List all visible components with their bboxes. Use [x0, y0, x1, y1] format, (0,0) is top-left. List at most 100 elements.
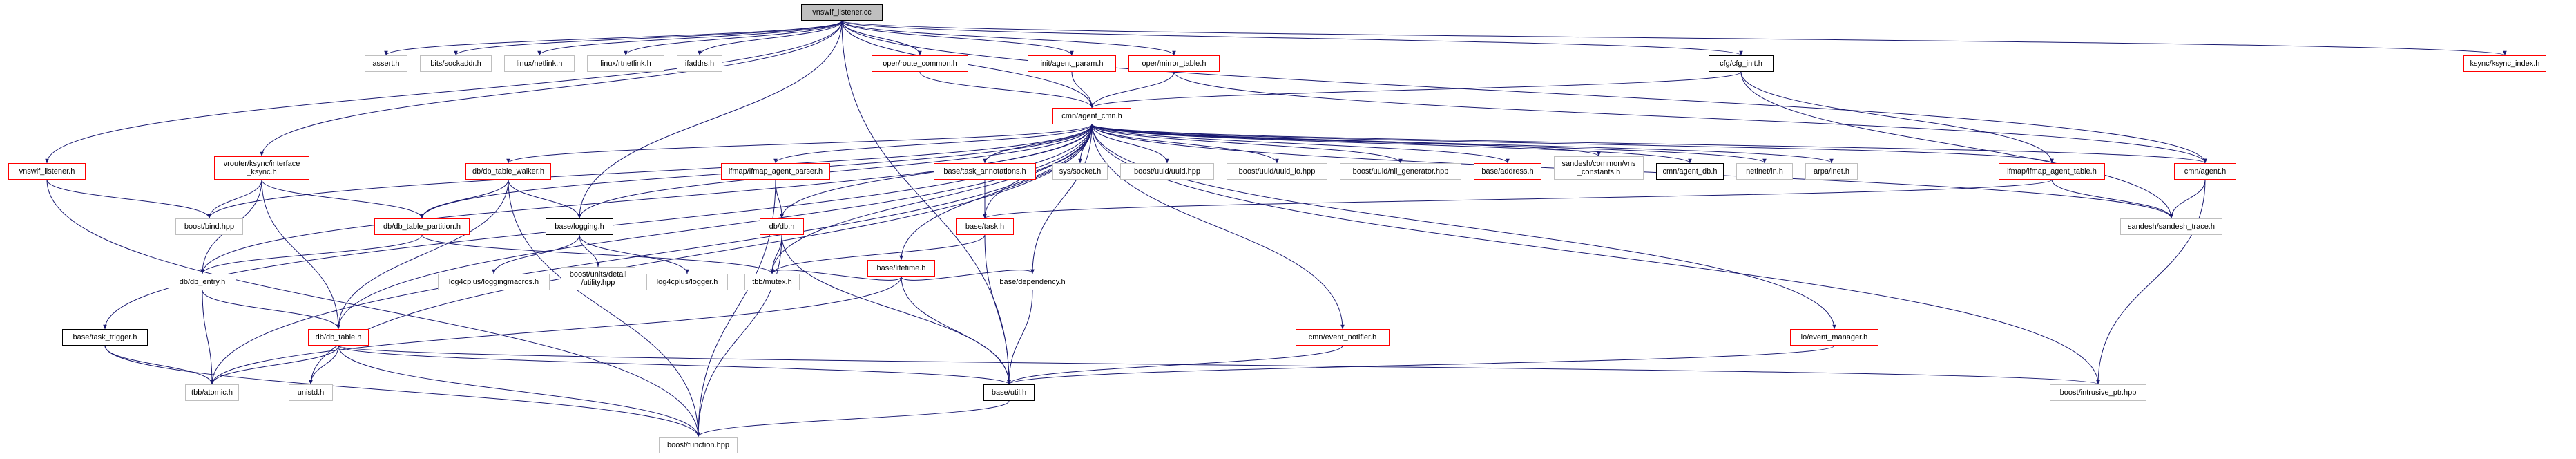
edge-ifmap_ifmap_agent_parser_h-to-db_db_h — [775, 179, 784, 219]
edge-vnswif_listener_cc-to-linux_netlink_h — [537, 20, 843, 56]
node-netinet-in-h[interactable]: netinet/in.h — [1736, 163, 1793, 180]
edge-ifmap_ifmap_agent_table_h-to-sandesh_sandesh_trace_h — [2051, 179, 2173, 219]
node-db-db-table-partition-h[interactable]: db/db_table_partition.h — [374, 218, 470, 235]
node-boost-uuid-uuid-io-hpp[interactable]: boost/uuid/uuid_io.hpp — [1227, 163, 1327, 180]
edge-cmn_agent_cmn_h-to-ifmap_ifmap_agent_parser_h — [773, 124, 1093, 164]
edge-ifmap_ifmap_agent_table_h-to-base_task_h — [983, 179, 2053, 219]
node-io-event-manager-h[interactable]: io/event_manager.h — [1790, 329, 1878, 346]
edge-cfg_cfg_init_h-to-cmn_agent_cmn_h — [1090, 71, 1742, 109]
edge-vnswif_listener_cc-to-ksync_ksync_index_h — [841, 20, 2507, 56]
node-boost-uuid-nil-generator-hpp[interactable]: boost/uuid/nil_generator.hpp — [1340, 163, 1461, 180]
node-tbb-mutex-h[interactable]: tbb/mutex.h — [744, 274, 800, 290]
edge-vnswif_listener_cc-to-base_util_h — [841, 20, 1011, 385]
edge-vnswif_listener_cc-to-bits_sockaddr_h — [454, 20, 843, 56]
node-base-dependency-h[interactable]: base/dependency.h — [992, 274, 1073, 290]
edge-base_dependency_h-to-base_util_h — [1007, 290, 1033, 385]
edge-base_util_h-to-boost_function_hpp — [696, 400, 1010, 438]
node-linux-rtnetlink-h[interactable]: linux/rtnetlink.h — [587, 55, 664, 72]
edge-cmn_agent_cmn_h-to-base_task_annotations_h — [983, 124, 1093, 164]
node-base-util-h[interactable]: base/util.h — [983, 384, 1035, 401]
node-sys-socket-h[interactable]: sys/socket.h — [1052, 163, 1108, 180]
node-unistd-h[interactable]: unistd.h — [289, 384, 333, 401]
node-ifmap-ifmap-agent-parser-h[interactable]: ifmap/ifmap_agent_parser.h — [721, 163, 830, 180]
edge-db_db_table_h-to-unistd_h — [309, 345, 339, 385]
edge-vnswif_listener_cc-to-cmn_agent_h — [841, 20, 2207, 164]
node-tbb-atomic-h[interactable]: tbb/atomic.h — [185, 384, 239, 401]
edge-cmn_agent_cmn_h-to-base_address_h — [1091, 124, 1510, 164]
edge-vnswif_listener_cc-to-oper_route_common_h — [841, 20, 922, 56]
node-log4cplus-logger-h[interactable]: log4cplus/logger.h — [646, 274, 728, 290]
node-boost-units-detail-utility-hpp[interactable]: boost/units/detail /utility.hpp — [561, 267, 635, 290]
node-bits-sockaddr-h[interactable]: bits/sockaddr.h — [420, 55, 492, 72]
node-linux-netlink-h[interactable]: linux/netlink.h — [504, 55, 575, 72]
edge-vrouter_ksync_interface_ksync_h-to-db_db_table_partition_h — [261, 179, 424, 219]
edge-vnswif_listener_cc-to-cfg_cfg_init_h — [841, 20, 1743, 56]
node-ifmap-ifmap-agent-table-h[interactable]: ifmap/ifmap_agent_table.h — [1999, 163, 2105, 180]
node-cmn-agent-h[interactable]: cmn/agent.h — [2174, 163, 2236, 180]
edge-vnswif_listener_cc-to-vnswif_listener_h — [45, 20, 843, 164]
edge-vnswif_listener_cc-to-base_logging_h — [577, 20, 843, 219]
node-boost-function-hpp[interactable]: boost/function.hpp — [659, 437, 738, 453]
node-cfg-cfg-init-h[interactable]: cfg/cfg_init.h — [1709, 55, 1774, 72]
node-log4cplus-loggingmacros-h[interactable]: log4cplus/loggingmacros.h — [438, 274, 550, 290]
edge-db_db_table_walker_h-to-base_logging_h — [508, 179, 581, 219]
edge-cmn_agent_cmn_h-to-ifmap_ifmap_agent_table_h — [1091, 124, 2054, 164]
node-cmn-agent-db-h[interactable]: cmn/agent_db.h — [1656, 163, 1724, 180]
node-assert-h[interactable]: assert.h — [365, 55, 407, 72]
edge-cmn_agent_cmn_h-to-cmn_agent_db_h — [1091, 124, 1692, 164]
node-init-agent-param-h[interactable]: init/agent_param.h — [1028, 55, 1116, 72]
node-cmn-event-notifier-h[interactable]: cmn/event_notifier.h — [1296, 329, 1390, 346]
edge-cmn_agent_cmn_h-to-boost_bind_hpp — [207, 124, 1093, 219]
node-db-db-table-h[interactable]: db/db_table.h — [308, 329, 369, 346]
node-ksync-ksync-index-h[interactable]: ksync/ksync_index.h — [2463, 55, 2546, 72]
edge-cmn_agent_cmn_h-to-db_db_table_walker_h — [506, 124, 1093, 164]
edge-db_db_table_walker_h-to-db_db_table_h — [336, 179, 509, 330]
node-boost-bind-hpp[interactable]: boost/bind.hpp — [175, 218, 243, 235]
edge-oper_mirror_table_h-to-cmn_agent_cmn_h — [1090, 71, 1175, 109]
edge-db_db_table_h-to-boost_intrusive_ptr_hpp — [338, 345, 2100, 385]
edge-base_lifetime_h-to-tbb_atomic_h — [210, 276, 902, 385]
edge-vnswif_listener_h-to-boost_bind_hpp — [46, 179, 211, 219]
node-vnswif-listener-cc[interactable]: vnswif_listener.cc — [801, 4, 883, 21]
node-db-db-table-walker-h[interactable]: db/db_table_walker.h — [465, 163, 551, 180]
dependency-edges — [45, 20, 2507, 438]
node-db-db-h[interactable]: db/db.h — [760, 218, 804, 235]
node-boost-intrusive-ptr-hpp[interactable]: boost/intrusive_ptr.hpp — [2050, 384, 2146, 401]
node-vnswif-listener-h[interactable]: vnswif_listener.h — [8, 163, 86, 180]
node-base-address-h[interactable]: base/address.h — [1474, 163, 1541, 180]
edge-vnswif_listener_cc-to-vrouter_ksync_interface_ksync_h — [260, 20, 843, 157]
edge-cmn_agent_cmn_h-to-boost_uuid_uuid_hpp — [1091, 124, 1169, 164]
edge-oper_route_common_h-to-cmn_agent_cmn_h — [919, 71, 1094, 109]
node-vrouter-ksync-interface-ksync-h[interactable]: vrouter/ksync/interface _ksync.h — [214, 156, 309, 180]
node-oper-mirror-table-h[interactable]: oper/mirror_table.h — [1128, 55, 1220, 72]
edge-cmn_agent_cmn_h-to-tbb_atomic_h — [210, 124, 1093, 385]
edge-base_logging_h-to-log4cplus_loggingmacros_h — [492, 234, 580, 274]
edge-cmn_agent_cmn_h-to-tbb_mutex_h — [770, 124, 1093, 274]
node-base-task-trigger-h[interactable]: base/task_trigger.h — [62, 329, 148, 346]
edge-cmn_agent_cmn_h-to-netinet_in_h — [1091, 124, 1767, 164]
edge-cmn_agent_cmn_h-to-arpa_inet_h — [1091, 124, 1834, 164]
edge-db_db_h-to-base_util_h — [781, 234, 1011, 385]
node-arpa-inet-h[interactable]: arpa/inet.h — [1805, 163, 1858, 180]
node-ifaddrs-h[interactable]: ifaddrs.h — [677, 55, 722, 72]
edge-db_db_entry_h-to-db_db_table_h — [202, 290, 340, 330]
edge-base_lifetime_h-to-base_dependency_h — [901, 269, 1035, 281]
node-oper-route-common-h[interactable]: oper/route_common.h — [872, 55, 968, 72]
edge-cmn_agent_cmn_h-to-db_db_table_h — [336, 124, 1093, 330]
edge-base_task_trigger_h-to-tbb_atomic_h — [104, 345, 214, 385]
node-base-task-h[interactable]: base/task.h — [956, 218, 1014, 235]
node-base-lifetime-h[interactable]: base/lifetime.h — [867, 260, 935, 277]
node-base-task-annotations-h[interactable]: base/task_annotations.h — [934, 163, 1036, 180]
node-sandesh-common-vns-constants-h[interactable]: sandesh/common/vns _constants.h — [1554, 156, 1644, 180]
node-db-db-entry-h[interactable]: db/db_entry.h — [169, 274, 236, 290]
edge-base_logging_h-to-log4cplus_logger_h — [579, 234, 689, 274]
node-sandesh-sandesh-trace-h[interactable]: sandesh/sandesh_trace.h — [2120, 218, 2222, 235]
edge-db_db_entry_h-to-tbb_atomic_h — [202, 290, 214, 385]
edge-base_lifetime_h-to-base_util_h — [901, 276, 1011, 385]
node-boost-uuid-uuid-hpp[interactable]: boost/uuid/uuid.hpp — [1120, 163, 1214, 180]
edge-db_db_table_h-to-boost_function_hpp — [338, 345, 700, 438]
node-cmn-agent-cmn-h[interactable]: cmn/agent_cmn.h — [1052, 108, 1131, 124]
edge-cmn_agent_h-to-sandesh_sandesh_trace_h — [2169, 179, 2206, 219]
node-base-logging-h[interactable]: base/logging.h — [546, 218, 613, 235]
edge-db_db_table_walker_h-to-boost_function_hpp — [508, 179, 700, 438]
